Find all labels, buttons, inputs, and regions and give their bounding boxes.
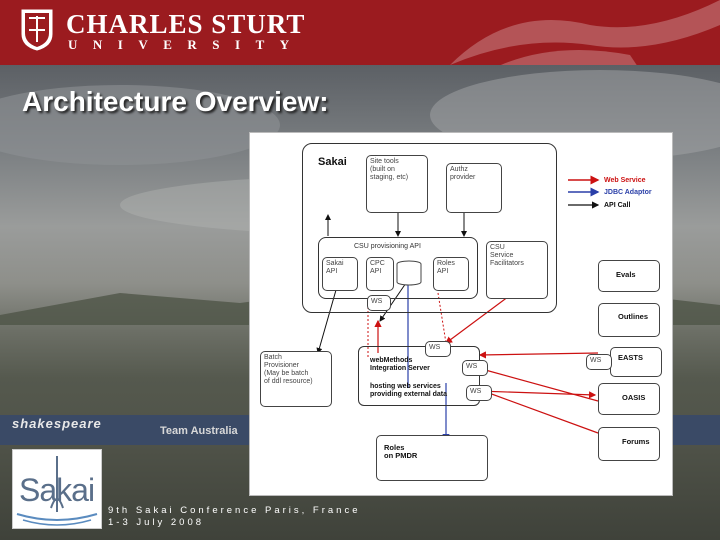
easts-label: EASTS bbox=[618, 354, 658, 362]
batch-provisioner-box: Batch Provisioner (May be batch of ddl r… bbox=[260, 351, 332, 407]
ws-label: WS bbox=[470, 388, 481, 395]
cpc-api-line-2: API bbox=[370, 268, 390, 276]
easts-box: EASTS bbox=[610, 347, 662, 377]
cpc-api-line-1: CPC bbox=[370, 260, 390, 268]
batch-line-3: (May be batch bbox=[264, 370, 328, 378]
roles-api-line-1: Roles bbox=[437, 260, 465, 268]
csu-service-box: CSU Service Facilitators bbox=[486, 241, 548, 299]
ws-box-webmethods-top: WS bbox=[425, 341, 451, 357]
csu-service-line-1: CSU bbox=[490, 244, 544, 252]
sakai-logo: Sakai bbox=[12, 449, 102, 529]
watermark-bird-icon bbox=[430, 0, 720, 65]
university-subtitle: UNIVERSITY bbox=[68, 37, 305, 53]
architecture-diagram: Sakai Site tools (built on staging, etc)… bbox=[249, 132, 673, 496]
batch-line-2: Provisioner bbox=[264, 362, 328, 370]
forums-box: Forums bbox=[598, 427, 660, 461]
webmethods-label: webMethods Integration Server bbox=[370, 357, 430, 373]
ws-box-sakai: WS bbox=[367, 295, 391, 311]
legend-web-service: Web Service bbox=[604, 177, 646, 185]
slide-title: Architecture Overview: bbox=[22, 86, 329, 118]
sakai-api-line-2: API bbox=[326, 268, 354, 276]
hosting-label: hosting web services providing external … bbox=[370, 383, 447, 399]
outlines-box: Outlines bbox=[598, 303, 660, 337]
outlines-label: Outlines bbox=[618, 313, 656, 321]
ws-label: WS bbox=[590, 357, 601, 364]
sakai-api-box: Sakai API bbox=[322, 257, 358, 291]
forums-label: Forums bbox=[622, 438, 656, 446]
oasis-box: OASIS bbox=[598, 383, 660, 415]
site-tools-line-2: (built on bbox=[370, 166, 424, 174]
legend-jdbc-adaptor: JDBC Adaptor bbox=[604, 189, 652, 197]
site-tools-line-1: Site tools bbox=[370, 158, 424, 166]
authz-line-2: provider bbox=[450, 174, 498, 182]
ws-label: WS bbox=[466, 363, 477, 370]
track-banner-text-2: Team Australia bbox=[160, 425, 238, 437]
evals-label: Evals bbox=[616, 271, 656, 279]
provisioning-api-label: CSU provisioning API bbox=[354, 243, 421, 251]
ws-box-webmethods-low: WS bbox=[466, 385, 492, 401]
evals-box: Evals bbox=[598, 260, 660, 292]
webmethods-line-1: webMethods bbox=[370, 357, 430, 365]
ws-label: WS bbox=[371, 298, 382, 305]
site-tools-line-3: staging, etc) bbox=[370, 174, 424, 182]
conference-line-1: 9th Sakai Conference Paris, France bbox=[108, 505, 361, 516]
batch-line-1: Batch bbox=[264, 354, 328, 362]
sakai-label: Sakai bbox=[318, 156, 347, 168]
sakai-api-line-1: Sakai bbox=[326, 260, 354, 268]
batch-line-4: of ddl resource) bbox=[264, 378, 328, 386]
ws-label: WS bbox=[429, 344, 440, 351]
csu-service-line-3: Facilitators bbox=[490, 260, 544, 268]
university-name: CHARLES STURT bbox=[66, 10, 305, 38]
roles-pmdr-line-2: on PMDR bbox=[384, 452, 484, 460]
csu-service-line-2: Service bbox=[490, 252, 544, 260]
hosting-line-2: providing external data bbox=[370, 391, 447, 399]
site-tools-box: Site tools (built on staging, etc) bbox=[366, 155, 428, 213]
hosting-line-1: hosting web services bbox=[370, 383, 447, 391]
roles-api-box: Roles API bbox=[433, 257, 469, 291]
roles-api-line-2: API bbox=[437, 268, 465, 276]
conference-line-2: 1-3 July 2008 bbox=[108, 517, 204, 528]
cpc-api-box: CPC API bbox=[366, 257, 394, 291]
ws-box-easts: WS bbox=[586, 354, 612, 370]
legend-api-call: API Call bbox=[604, 202, 630, 210]
university-crest-icon bbox=[20, 8, 54, 52]
authz-provider-box: Authz provider bbox=[446, 163, 502, 213]
roles-pmdr-box: Roles on PMDR bbox=[376, 435, 488, 481]
authz-line-1: Authz bbox=[450, 166, 498, 174]
webmethods-line-2: Integration Server bbox=[370, 365, 430, 373]
ws-box-webmethods-mid: WS bbox=[462, 360, 488, 376]
sakai-logo-text: Sakai bbox=[19, 472, 94, 509]
oasis-label: OASIS bbox=[622, 394, 656, 402]
university-header: CHARLES STURT UNIVERSITY bbox=[0, 0, 720, 65]
track-banner-text: shakespeare bbox=[12, 416, 102, 431]
